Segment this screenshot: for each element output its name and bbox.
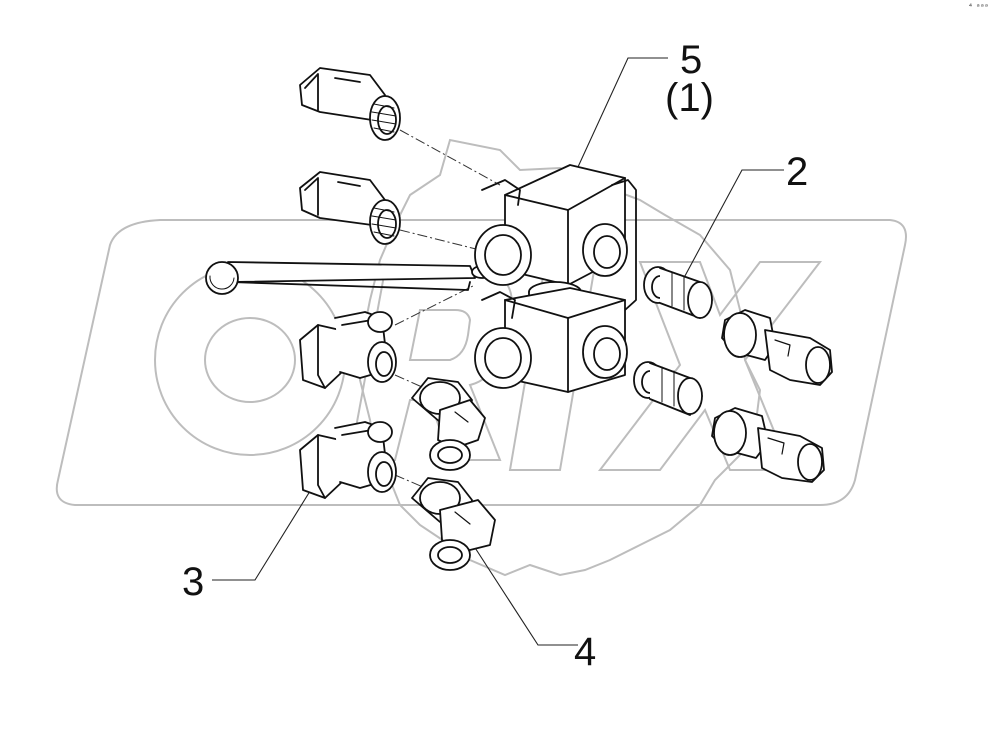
straight-fitting-top: [299, 67, 401, 141]
elbow-fitting-right-upper: [721, 309, 833, 386]
swivel-elbow-middle: [411, 377, 486, 471]
centerline-top-fitting: [399, 129, 501, 186]
valve-body-upper: [474, 164, 637, 311]
elbow-fitting-right-lower: [711, 407, 825, 483]
valve-lever-handle: [205, 261, 493, 295]
straight-fitting-second: [299, 171, 401, 245]
leader-2: [671, 169, 784, 301]
valve-body-lower: [474, 287, 628, 393]
callout-item-5-quantity: (1): [665, 76, 714, 120]
leader-lines: [212, 57, 784, 646]
leader-4: [469, 539, 578, 646]
leader-3: [212, 474, 321, 581]
straight-fitting-right-lower: [633, 361, 703, 416]
corner-mark: ⁴ ᵃᵃᵃ: [968, 2, 989, 11]
hex-elbow-left-upper: [299, 311, 397, 389]
straight-fitting-right-upper: [643, 266, 713, 319]
watermark-band: [55, 219, 907, 506]
callout-item-4: 4: [574, 630, 597, 674]
hex-elbow-left-lower: [299, 421, 397, 499]
callout-item-3: 3: [182, 560, 205, 604]
leader-5: [571, 57, 668, 181]
watermark-letter-o-inner: [204, 317, 296, 403]
swivel-elbow-bottom: [411, 477, 496, 571]
centerline-left-elbow: [394, 284, 476, 326]
callout-item-2: 2: [786, 150, 809, 194]
callout-item-5: 5: [680, 38, 703, 82]
centerline-second-fitting: [399, 229, 481, 251]
